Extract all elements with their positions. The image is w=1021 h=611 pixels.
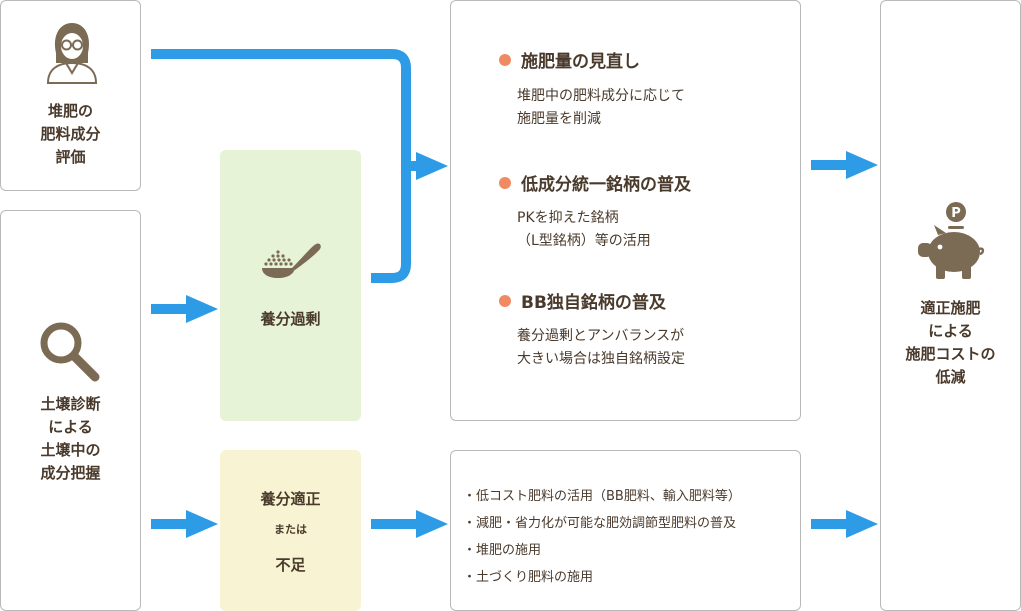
measure-3-desc: 養分過剰とアンバランスが 大きい場合は独自銘柄設定 bbox=[517, 325, 685, 371]
arrow-measures-to-result bbox=[846, 151, 878, 179]
measure-1-desc-line-2: 施肥量を削減 bbox=[517, 111, 601, 127]
arrow-soil-to-adequate bbox=[186, 510, 218, 538]
measure-2-desc-line-1: PKを抑えた銘柄 bbox=[517, 210, 619, 226]
bullet-dot-icon bbox=[499, 294, 511, 307]
arrow-adequate-to-other bbox=[416, 510, 448, 538]
measure-1-desc-line-1: 堆肥中の肥料成分に応じて bbox=[517, 88, 685, 104]
measure-1-heading: 施肥量の見直し bbox=[499, 47, 640, 72]
bullet-dot-icon bbox=[499, 176, 511, 189]
soil-line-4: 成分把握 bbox=[40, 464, 101, 482]
person-glasses-icon bbox=[46, 23, 98, 84]
measures-box: 施肥量の見直し 堆肥中の肥料成分に応じて 施肥量を削減 低成分統一銘柄の普及 P… bbox=[450, 0, 801, 421]
compost-evaluation-label: 堆肥の 肥料成分 評価 bbox=[1, 100, 140, 169]
magnifier-icon bbox=[40, 322, 100, 382]
measure-2-desc: PKを抑えた銘柄 （L型銘柄）等の活用 bbox=[517, 207, 651, 253]
measure-1-title: 施肥量の見直し bbox=[521, 52, 640, 72]
connector-excess-to-measures bbox=[371, 150, 411, 283]
result-label: 適正施肥 による 施肥コストの 低減 bbox=[881, 297, 1020, 389]
other-measure-item-3: ・堆肥の施用 bbox=[463, 543, 542, 558]
measure-2-desc-line-2: （L型銘柄）等の活用 bbox=[517, 233, 651, 249]
compost-evaluation-box: 堆肥の 肥料成分 評価 bbox=[0, 0, 141, 191]
coin-label: P bbox=[951, 206, 961, 221]
result-line-2: による bbox=[928, 322, 973, 340]
measure-3-heading: BB独自銘柄の普及 bbox=[499, 288, 666, 313]
soil-diagnosis-box: 土壌診断 による 土壌中の 成分把握 bbox=[0, 210, 141, 611]
connector-compost-to-measures bbox=[151, 49, 411, 100]
compost-line-2: 肥料成分 bbox=[40, 125, 101, 143]
bullet-dot-icon bbox=[499, 53, 511, 66]
nutrient-adequate-box: 養分適正 または 不足 bbox=[220, 450, 361, 611]
other-measure-item-2: ・減肥・省力化が可能な肥効調節型肥料の普及 bbox=[463, 516, 737, 531]
measure-3-title: BB独自銘柄の普及 bbox=[521, 293, 666, 313]
adequate-line-1: 養分適正 bbox=[260, 490, 321, 508]
soil-line-3: 土壌中の bbox=[40, 441, 101, 459]
arrow-soil-to-excess bbox=[186, 295, 218, 323]
measure-2-heading: 低成分統一銘柄の普及 bbox=[499, 170, 691, 195]
result-line-4: 低減 bbox=[935, 368, 966, 386]
soil-line-2: による bbox=[48, 418, 93, 436]
nutrient-excess-label: 養分過剰 bbox=[260, 310, 321, 328]
adequate-line-2: または bbox=[274, 523, 307, 536]
result-line-1: 適正施肥 bbox=[920, 299, 981, 317]
measure-3-desc-line-1: 養分過剰とアンバランスが bbox=[517, 328, 685, 344]
soil-line-1: 土壌診断 bbox=[40, 395, 101, 413]
piggy-bank-icon: P bbox=[918, 202, 985, 279]
soil-diagnosis-label: 土壌診断 による 土壌中の 成分把握 bbox=[1, 393, 140, 485]
adequate-line-3: 不足 bbox=[275, 556, 306, 574]
other-measure-item-4: ・土づくり肥料の施用 bbox=[463, 570, 594, 585]
nutrient-excess-box: 養分過剰 bbox=[220, 150, 361, 421]
compost-line-1: 堆肥の bbox=[47, 102, 93, 120]
measure-2-title: 低成分統一銘柄の普及 bbox=[521, 175, 691, 195]
arrow-into-measures bbox=[416, 152, 448, 180]
result-line-3: 施肥コストの bbox=[905, 345, 996, 363]
result-box: P 適正施肥 による 施肥コストの 低減 bbox=[880, 0, 1021, 611]
other-measure-item-1: ・低コスト肥料の活用（BB肥料、輸入肥料等） bbox=[463, 489, 741, 504]
measure-1-desc: 堆肥中の肥料成分に応じて 施肥量を削減 bbox=[517, 85, 685, 131]
arrow-other-to-result bbox=[846, 510, 878, 538]
compost-line-3: 評価 bbox=[55, 148, 86, 166]
fertilizer-spoon-icon bbox=[262, 243, 321, 278]
measure-3-desc-line-2: 大きい場合は独自銘柄設定 bbox=[517, 351, 685, 367]
